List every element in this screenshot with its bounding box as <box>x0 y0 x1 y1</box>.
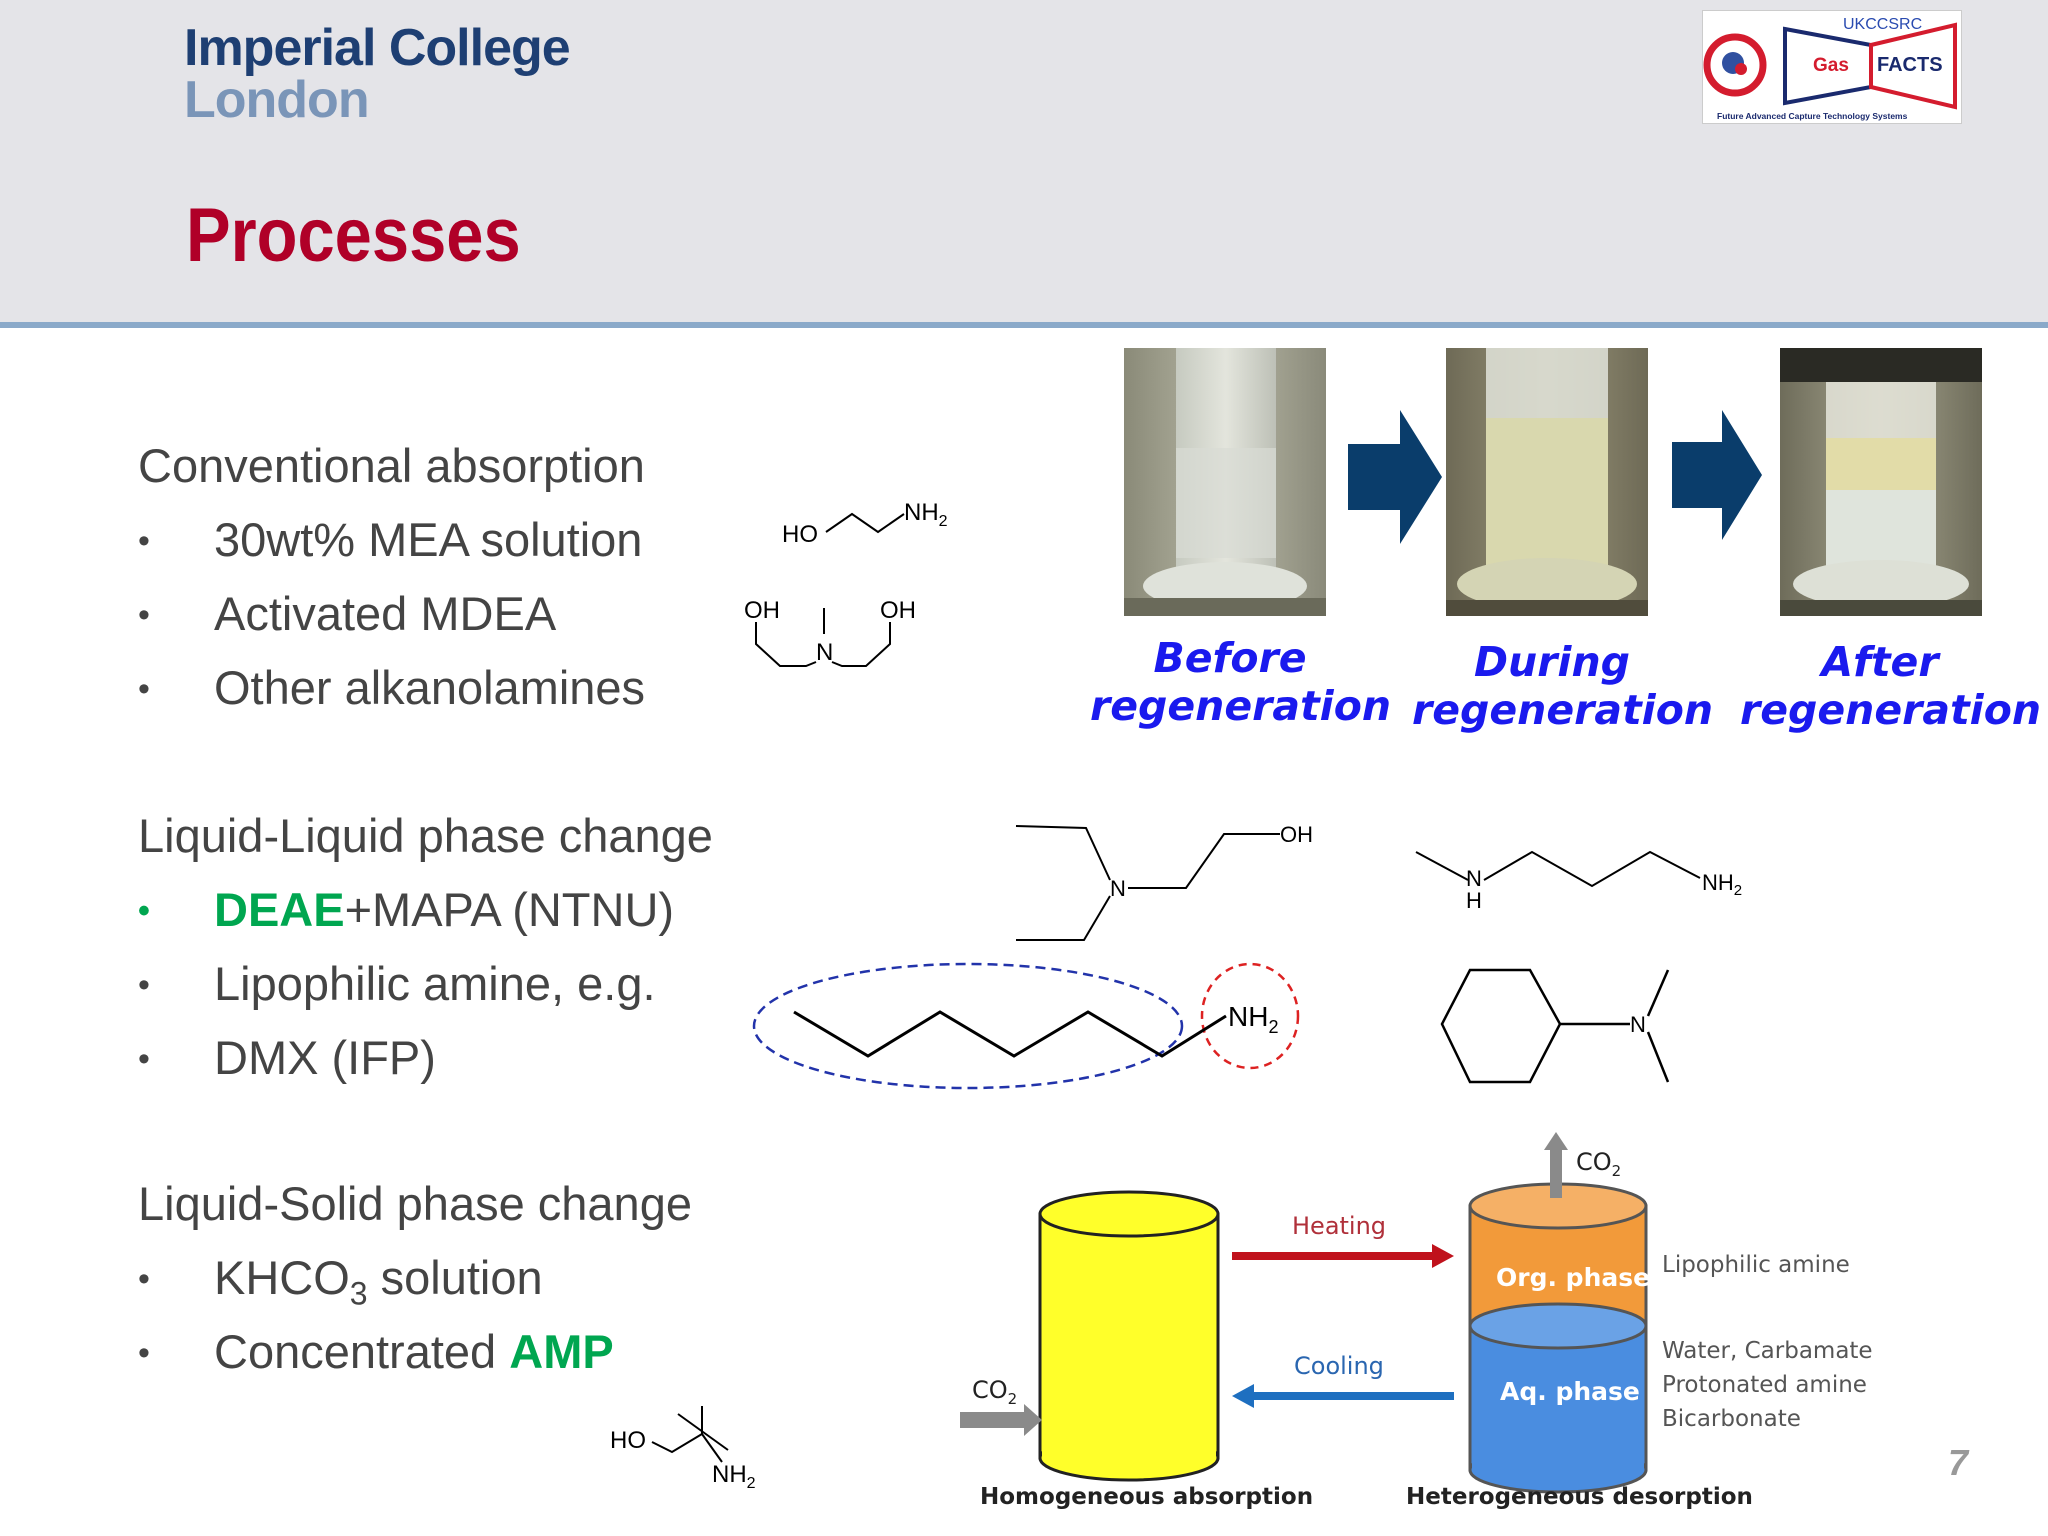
mdea-structure: OH OH N <box>744 597 916 667</box>
deae-structure: N OH <box>1015 822 1313 941</box>
logo-tagline: Future Advanced Capture Technology Syste… <box>1717 111 1908 121</box>
heterogeneous-desorption-label: Heterogeneous desorption <box>1406 1484 1753 1510</box>
deae-label: DEAE <box>214 883 345 936</box>
svg-text:OH: OH <box>1280 822 1313 847</box>
phase-change-process-diagram: CO2 Heating Cooling Org. phase Aq. phase… <box>960 1132 1873 1510</box>
item-dmx: DMX (IFP) <box>214 1031 436 1084</box>
item-mea: 30wt% MEA solution <box>214 513 643 566</box>
item-khco3: KHCO3 solution <box>214 1251 543 1312</box>
imperial-logo-line1: Imperial College <box>184 19 571 77</box>
svg-text:OH: OH <box>880 597 916 624</box>
item-deae-mapa: DEAE+MAPA (NTNU) <box>214 883 675 936</box>
item-mdea: Activated MDEA <box>214 587 557 640</box>
svg-text:N: N <box>1110 876 1126 901</box>
bullet-green: • <box>138 892 150 930</box>
heating-label: Heating <box>1292 1212 1386 1240</box>
octylamine-structure: NH2 <box>752 962 1300 1090</box>
svg-text:NH2: NH2 <box>904 499 948 530</box>
co2-outlet-label: CO2 <box>1576 1148 1621 1180</box>
arrow-right-icon <box>1672 410 1762 540</box>
photo-during-regeneration <box>1446 348 1648 616</box>
logo-cycle-icon <box>1703 33 1767 97</box>
svg-text:N: N <box>1466 866 1482 891</box>
aq-phase-label: Aq. phase <box>1500 1377 1640 1406</box>
heading-liquid-solid: Liquid-Solid phase change <box>138 1177 692 1230</box>
svg-text:HO: HO <box>782 521 818 548</box>
dmx-structure: N <box>1440 968 1670 1084</box>
mea-structure: HO NH2 <box>782 499 948 548</box>
aq-composition-line1: Water, Carbamate <box>1662 1338 1873 1364</box>
heading-conventional: Conventional absorption <box>138 439 645 492</box>
aq-composition-line2: Protonated amine <box>1662 1372 1867 1398</box>
heading-liquid-liquid: Liquid-Liquid phase change <box>138 809 713 862</box>
aq-composition-line3: Bicarbonate <box>1662 1406 1801 1432</box>
bullet: • <box>138 522 150 560</box>
bullet: • <box>138 670 150 708</box>
svg-text:NH2: NH2 <box>712 1461 756 1492</box>
slide-title: Processes <box>186 193 521 278</box>
amp-structure: HO NH2 <box>610 1406 756 1492</box>
lipophilic-amine-label: Lipophilic amine <box>1662 1252 1850 1278</box>
svg-text:H: H <box>1466 888 1482 913</box>
co2-inlet-arrow-icon <box>960 1404 1042 1436</box>
logo-gas-text: Gas <box>1813 55 1849 76</box>
bullet: • <box>138 1334 150 1372</box>
page-number: 7 <box>1948 1442 1969 1483</box>
co2-outlet-arrow-icon <box>1550 1146 1562 1198</box>
item-lipophilic: Lipophilic amine, e.g. <box>214 957 656 1010</box>
homogeneous-absorption-label: Homogeneous absorption <box>980 1484 1313 1510</box>
amine-head-highlight <box>1200 962 1300 1070</box>
lipophilic-tail-highlight <box>752 962 1184 1090</box>
item-alkanolamines: Other alkanolamines <box>214 661 646 714</box>
logo-facts-text: FACTS <box>1877 54 1943 76</box>
svg-text:N: N <box>1630 1012 1646 1037</box>
item-amp: Concentrated AMP <box>214 1325 614 1378</box>
photo-after-regeneration <box>1780 348 1982 616</box>
photo-before-regeneration <box>1124 348 1326 616</box>
bullet: • <box>138 966 150 1004</box>
svg-text:NH2: NH2 <box>1228 1001 1278 1037</box>
bullet: • <box>138 596 150 634</box>
gasfacts-logo: UKCCSRC Gas FACTS Future Advanced Captur… <box>1702 10 1962 124</box>
imperial-logo-line2: London <box>184 71 370 129</box>
cooling-label: Cooling <box>1294 1352 1384 1380</box>
svg-text:HO: HO <box>610 1427 646 1454</box>
svg-text:NH2: NH2 <box>1702 870 1742 899</box>
logo-top-text: UKCCSRC <box>1843 16 1922 33</box>
arrow-right-icon <box>1348 410 1442 544</box>
bullet: • <box>138 1040 150 1078</box>
svg-text:N: N <box>816 639 833 666</box>
co2-inlet-label: CO2 <box>972 1376 1017 1408</box>
bullet: • <box>138 1260 150 1298</box>
org-phase-label: Org. phase <box>1496 1263 1650 1292</box>
svg-text:OH: OH <box>744 597 780 624</box>
mapa-structure: N H NH2 <box>1415 850 1742 913</box>
